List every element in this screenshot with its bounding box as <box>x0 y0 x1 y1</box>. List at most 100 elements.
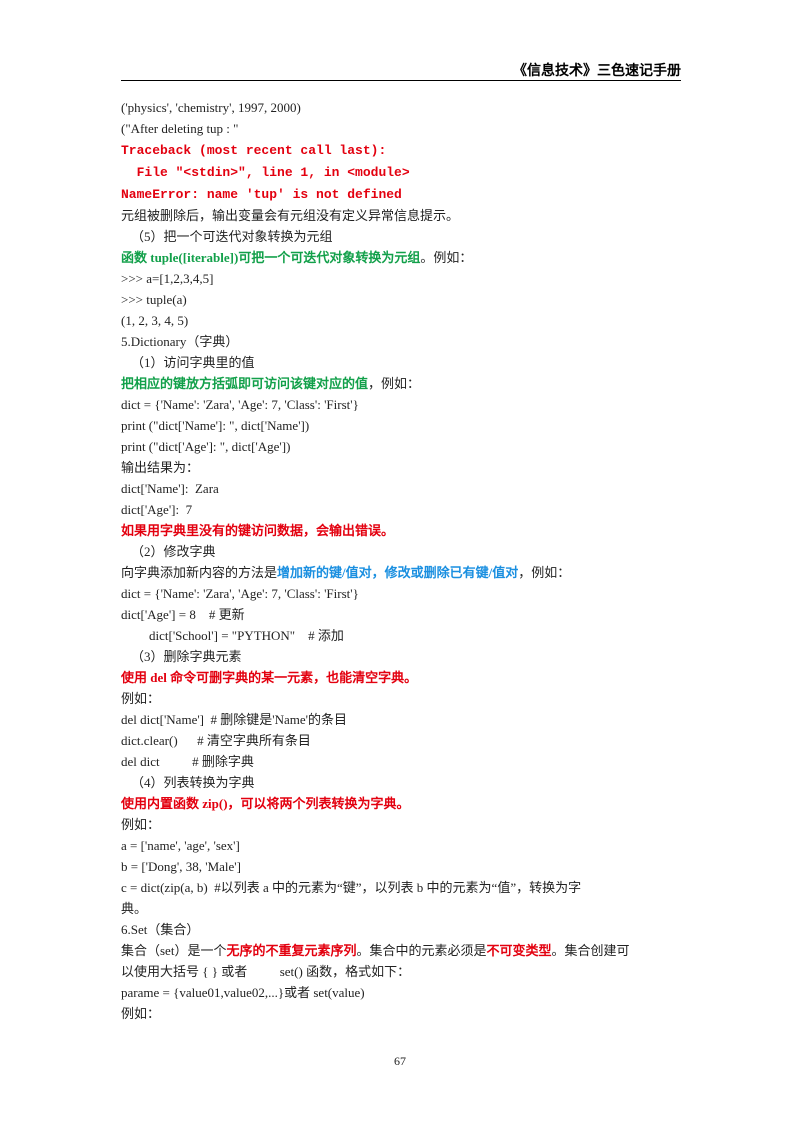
text-segment: del dict['Name'] # 删除键是'Name'的条目 <box>121 712 347 727</box>
highlighted-text: 无序的不重复元素序列 <box>226 943 357 958</box>
text-segment: 典。 <box>121 901 148 916</box>
text-line: 6.Set（集合） <box>121 919 687 940</box>
text-line: dict['Age'] = 8 # 更新 <box>121 604 687 625</box>
text-line: 例如： <box>121 1003 687 1024</box>
text-segment: 6.Set（集合） <box>121 922 200 937</box>
text-line: print ("dict['Name']: ", dict['Name']) <box>121 415 687 436</box>
text-line: print ("dict['Age']: ", dict['Age']) <box>121 436 687 457</box>
text-segment: 。例如： <box>420 250 473 265</box>
text-line: （4）列表转换为字典 <box>121 772 687 793</box>
text-segment: dict = {'Name': 'Zara', 'Age': 7, 'Class… <box>121 397 359 412</box>
text-line: （5）把一个可迭代对象转换为元组 <box>121 226 687 247</box>
text-line: 输出结果为： <box>121 457 687 478</box>
text-segment: ('physics', 'chemistry', 1997, 2000) <box>121 100 301 115</box>
text-segment: (1, 2, 3, 4, 5) <box>121 313 189 328</box>
highlighted-text: 增加新的键/值对，修改或删除已有键/值对 <box>277 565 519 580</box>
text-segment: b = ['Dong', 38, 'Male'] <box>121 859 241 874</box>
text-segment: 。集合创建可 <box>551 943 630 958</box>
text-segment: 5.Dictionary（字典） <box>121 334 239 349</box>
text-line: （2）修改字典 <box>121 541 687 562</box>
text-line: Traceback (most recent call last): <box>121 139 687 161</box>
page-content: ('physics', 'chemistry', 1997, 2000) ("Af… <box>121 97 687 1024</box>
text-segment: （5）把一个可迭代对象转换为元组 <box>131 229 333 244</box>
text-segment: c = dict(zip(a, b) #以列表 a 中的元素为“键”，以列表 b… <box>121 880 582 895</box>
text-line: >>> a=[1,2,3,4,5] <box>121 268 687 289</box>
highlighted-text: 使用 del 命令可删字典的某一元素，也能清空字典。 <box>121 670 418 685</box>
text-line: File "<stdin>", line 1, in <module> <box>121 161 687 183</box>
highlighted-text: 不可变类型 <box>486 943 552 958</box>
highlighted-text: File "<stdin>", line 1, in <module> <box>121 165 410 180</box>
text-line: NameError: name 'tup' is not defined <box>121 183 687 205</box>
text-line: 集合（set）是一个无序的不重复元素序列。集合中的元素必须是不可变类型。集合创建… <box>121 940 687 961</box>
text-line: del dict # 删除字典 <box>121 751 687 772</box>
text-segment: dict = {'Name': 'Zara', 'Age': 7, 'Class… <box>121 586 359 601</box>
text-line: b = ['Dong', 38, 'Male'] <box>121 856 687 877</box>
text-segment: dict['School'] = "PYTHON" # 添加 <box>149 628 344 643</box>
text-segment: （1）访问字典里的值 <box>131 355 255 370</box>
text-segment: 例如： <box>121 691 161 706</box>
text-segment: dict.clear() # 清空字典所有条目 <box>121 733 311 748</box>
text-line: c = dict(zip(a, b) #以列表 a 中的元素为“键”，以列表 b… <box>121 877 687 898</box>
highlighted-text: NameError: name 'tup' is not defined <box>121 187 402 202</box>
text-segment: 输出结果为： <box>121 460 200 475</box>
running-header: 《信息技术》三色速记手册 <box>513 64 681 79</box>
text-segment: ，例如： <box>518 565 571 580</box>
text-line: 函数 tuple([iterable])可把一个可迭代对象转换为元组。例如： <box>121 247 687 268</box>
text-segment: （3）删除字典元素 <box>131 649 242 664</box>
text-line: (1, 2, 3, 4, 5) <box>121 310 687 331</box>
text-segment: a = ['name', 'age', 'sex'] <box>121 838 240 853</box>
text-line: 以使用大括号 { } 或者 set() 函数，格式如下： <box>121 961 687 982</box>
text-segment: 集合（set）是一个 <box>121 943 227 958</box>
highlighted-text: Traceback (most recent call last): <box>121 143 387 158</box>
text-line: （3）删除字典元素 <box>121 646 687 667</box>
text-line: dict.clear() # 清空字典所有条目 <box>121 730 687 751</box>
text-segment: 例如： <box>121 1006 161 1021</box>
text-line: dict['Name']: Zara <box>121 478 687 499</box>
text-segment: （2）修改字典 <box>131 544 216 559</box>
text-segment: parame = {value01,value02,...}或者 set(val… <box>121 985 365 1000</box>
text-line: dict = {'Name': 'Zara', 'Age': 7, 'Class… <box>121 583 687 604</box>
text-segment: ，例如： <box>368 376 421 391</box>
page-number: 67 <box>394 1054 406 1068</box>
text-line: dict = {'Name': 'Zara', 'Age': 7, 'Class… <box>121 394 687 415</box>
text-segment: >>> a=[1,2,3,4,5] <box>121 271 214 286</box>
text-line: dict['School'] = "PYTHON" # 添加 <box>121 625 687 646</box>
header-rule <box>121 80 681 81</box>
highlighted-text: 把相应的键放方括弧即可访问该键对应的值 <box>121 376 369 391</box>
text-line: 5.Dictionary（字典） <box>121 331 687 352</box>
text-segment: dict['Age']: 7 <box>121 502 193 517</box>
text-line: a = ['name', 'age', 'sex'] <box>121 835 687 856</box>
text-segment: ("After deleting tup : " <box>121 121 239 136</box>
text-line: 例如： <box>121 688 687 709</box>
text-line: 如果用字典里没有的键访问数据，会输出错误。 <box>121 520 687 541</box>
text-line: del dict['Name'] # 删除键是'Name'的条目 <box>121 709 687 730</box>
text-line: ('physics', 'chemistry', 1997, 2000) <box>121 97 687 118</box>
text-segment: 。集合中的元素必须是 <box>356 943 487 958</box>
text-segment: 向字典添加新内容的方法是 <box>121 565 278 580</box>
text-segment: dict['Name']: Zara <box>121 481 219 496</box>
text-line: ("After deleting tup : " <box>121 118 687 139</box>
text-segment: dict['Age'] = 8 # 更新 <box>121 607 245 622</box>
text-line: 典。 <box>121 898 687 919</box>
text-segment: 以使用大括号 { } 或者 set() 函数，格式如下： <box>121 964 411 979</box>
text-line: 元组被删除后，输出变量会有元组没有定义异常信息提示。 <box>121 205 687 226</box>
text-segment: >>> tuple(a) <box>121 292 187 307</box>
text-line: 使用 del 命令可删字典的某一元素，也能清空字典。 <box>121 667 687 688</box>
text-segment: del dict # 删除字典 <box>121 754 254 769</box>
text-segment: print ("dict['Name']: ", dict['Name']) <box>121 418 310 433</box>
text-line: 把相应的键放方括弧即可访问该键对应的值，例如： <box>121 373 687 394</box>
text-line: dict['Age']: 7 <box>121 499 687 520</box>
text-line: 向字典添加新内容的方法是增加新的键/值对，修改或删除已有键/值对，例如： <box>121 562 687 583</box>
text-line: 使用内置函数 zip()，可以将两个列表转换为字典。 <box>121 793 687 814</box>
highlighted-text: 函数 tuple([iterable])可把一个可迭代对象转换为元组 <box>121 250 421 265</box>
highlighted-text: 使用内置函数 zip()，可以将两个列表转换为字典。 <box>121 796 410 811</box>
text-line: parame = {value01,value02,...}或者 set(val… <box>121 982 687 1003</box>
text-segment: 例如： <box>121 817 161 832</box>
text-line: 例如： <box>121 814 687 835</box>
text-line: （1）访问字典里的值 <box>121 352 687 373</box>
text-segment: 元组被删除后，输出变量会有元组没有定义异常信息提示。 <box>121 208 460 223</box>
highlighted-text: 如果用字典里没有的键访问数据，会输出错误。 <box>121 523 395 538</box>
text-segment: print ("dict['Age']: ", dict['Age']) <box>121 439 291 454</box>
text-line: >>> tuple(a) <box>121 289 687 310</box>
